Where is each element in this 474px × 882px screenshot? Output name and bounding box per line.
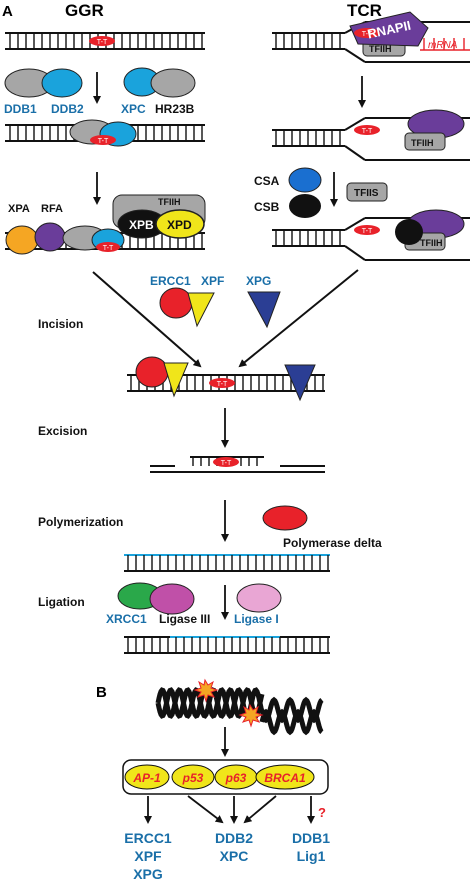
tcr-title: TCR	[347, 1, 382, 20]
ddb2-shape	[41, 68, 83, 98]
xrcc1-label: XRCC1	[106, 612, 147, 626]
svg-text:T-T: T-T	[221, 460, 232, 467]
ligase1-shape	[236, 583, 282, 613]
lesion-label: T-T	[98, 138, 109, 145]
tcr-dna-3: T-T	[272, 209, 470, 261]
tf-label-brca1: BRCA1	[264, 771, 306, 785]
step-polymerization: Polymerization	[38, 515, 123, 529]
target-gene-xpc: XPC	[220, 848, 249, 864]
uncertain-mark: ?	[318, 805, 326, 820]
damage-burst-2	[238, 703, 264, 728]
xpb-label: XPB	[129, 218, 154, 232]
ddb2-label: DDB2	[51, 102, 84, 116]
xpf-shape	[187, 292, 215, 328]
csb-shape	[289, 194, 321, 218]
step-excision: Excision	[38, 424, 87, 438]
lesion-marker	[89, 36, 115, 46]
xpa-label: XPA	[8, 203, 30, 215]
svg-text:T-T: T-T	[362, 31, 373, 38]
svg-text:T-T: T-T	[362, 228, 373, 235]
excision-dna: T-T	[150, 456, 325, 473]
lesion-marker	[90, 135, 116, 145]
tcr-dna-1: T-T	[272, 11, 470, 63]
tfiih-label-tcr3: TFIIH	[420, 238, 443, 248]
ggr-dna-1: T-T	[5, 32, 205, 50]
ligase1-label: Ligase I	[234, 612, 279, 626]
target-gene-lig1: Lig1	[297, 848, 326, 864]
polymerization-dna	[124, 554, 330, 572]
tfiih-label-tcr2: TFIIH	[411, 138, 434, 148]
target-gene-xpf: XPF	[134, 848, 162, 864]
hr23b-label: HR23B	[155, 102, 195, 116]
tf-label-p53: p53	[182, 771, 204, 785]
panel-b-letter: B	[96, 684, 107, 701]
panel-a-letter: A	[2, 3, 13, 20]
ligase3-shape	[149, 583, 195, 615]
damage-burst-1	[193, 678, 219, 703]
ggr-title: GGR	[65, 1, 104, 20]
xpg-shape	[247, 291, 281, 329]
transcription-factors: AP-1 p53 p63 BRCA1	[124, 764, 315, 790]
csb-label: CSB	[254, 200, 280, 214]
svg-text:T-T: T-T	[217, 381, 228, 388]
tf-oval-p53	[171, 764, 215, 790]
step-incision: Incision	[38, 317, 83, 331]
ligase3-label: Ligase III	[159, 612, 210, 626]
xpa-shape	[5, 225, 39, 255]
incision-dna: T-T	[127, 356, 325, 402]
ligation-dna	[124, 636, 330, 654]
xpc-label: XPC	[121, 102, 146, 116]
tfiih-label: TFIIH	[158, 197, 181, 207]
xpg-label: XPG	[246, 274, 271, 288]
step-ligation: Ligation	[38, 595, 85, 609]
tcr-dna-2: T-T	[272, 109, 470, 161]
tf-oval-brca1	[255, 764, 315, 790]
csa-shape	[288, 167, 322, 193]
tfiis-box	[346, 182, 388, 202]
tf-label-p63: p63	[225, 771, 247, 785]
rfa-shape	[34, 222, 66, 252]
hr23b-shape	[150, 68, 196, 98]
xpf-label: XPF	[201, 274, 224, 288]
target-gene-xpg: XPG	[133, 866, 163, 882]
lesion-label: T-T	[97, 39, 108, 46]
mrna-label: mRNA	[428, 40, 458, 51]
target-gene-ddb2: DDB2	[215, 830, 253, 846]
ddb1-label: DDB1	[4, 102, 37, 116]
pol-delta-shape	[262, 505, 308, 531]
csa-label: CSA	[254, 174, 280, 188]
xpd-label: XPD	[167, 218, 192, 232]
tf-oval-ap-1	[124, 764, 170, 790]
target-gene-ddb1: DDB1	[292, 830, 330, 846]
pol-delta-label: Polymerase delta	[283, 536, 382, 550]
ggr-dna-2: T-T	[5, 119, 205, 147]
tfiih-label-tcr: TFIIH	[369, 44, 392, 54]
xpd-shape	[155, 209, 205, 239]
target-gene-ercc1: ERCC1	[124, 830, 172, 846]
tf-label-ap-1: AP-1	[132, 771, 161, 785]
ggr-dna-3: T-T	[5, 194, 206, 255]
chromatin-helix	[155, 687, 324, 736]
ercc1-shape	[159, 287, 193, 319]
svg-text:T-T: T-T	[103, 245, 114, 252]
svg-text:T-T: T-T	[362, 128, 373, 135]
rfa-label: RFA	[41, 203, 63, 215]
ercc1-label: ERCC1	[150, 274, 191, 288]
tfiis-label: TFIIS	[354, 188, 379, 199]
